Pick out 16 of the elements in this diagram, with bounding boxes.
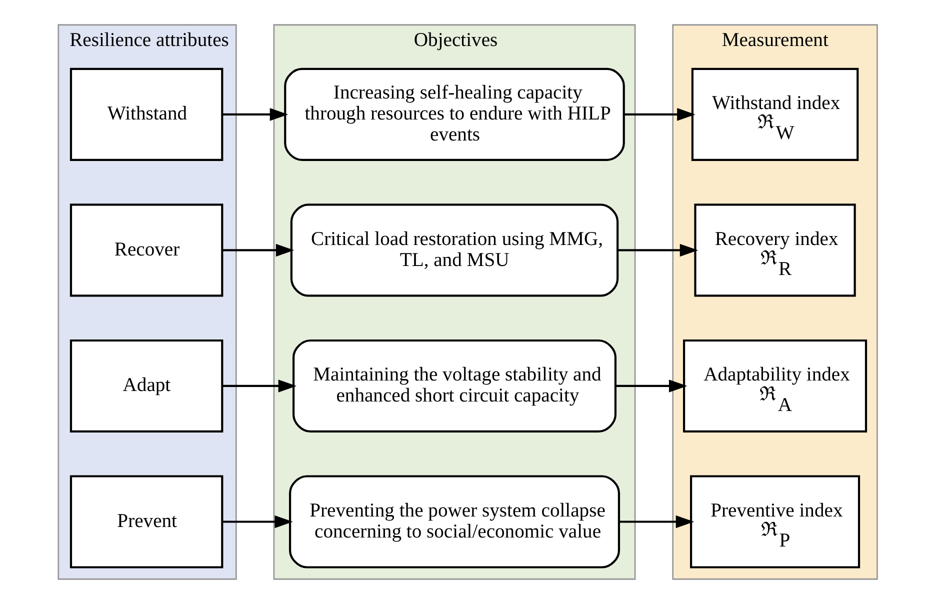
arrow: [624, 108, 696, 121]
node-box: Recover: [70, 204, 224, 297]
arrow: [222, 108, 288, 121]
node-box: Withstand: [70, 68, 224, 161]
arrow: [619, 515, 694, 528]
node-box: Preventing the power system collapse concerning to social/economic value: [289, 475, 620, 568]
arrow: [616, 380, 688, 392]
node-box: Adapt: [70, 339, 224, 433]
node-box: Prevent: [70, 475, 224, 568]
node-box: Maintaining the voltage stability and enhanced short circuit capacity: [292, 339, 617, 433]
arrow: [222, 515, 293, 528]
arrow: [222, 244, 294, 257]
node-box: Critical load restoration using MMG, TL, and MSU: [290, 204, 619, 297]
arrow: [222, 380, 297, 392]
node-box: Increasing self-healing capacity through resources to endure with HILP events: [284, 68, 625, 161]
arrow: [618, 244, 698, 257]
